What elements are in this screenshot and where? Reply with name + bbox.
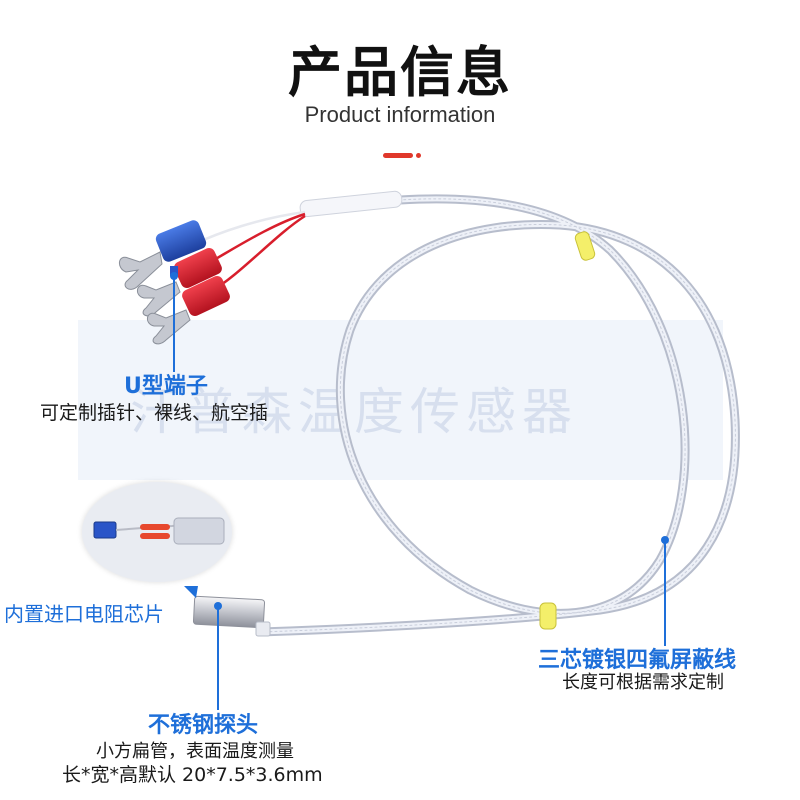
cable-description: 长度可根据需求定制 <box>562 672 724 693</box>
heat-shrink-sleeve <box>299 190 403 217</box>
page-title: 产品信息 <box>288 41 512 104</box>
watermark-panel <box>78 320 723 480</box>
page-subtitle: Product information <box>304 102 496 127</box>
probe-description-line2: 长*宽*高默认 20*7.5*3.6mm <box>62 764 323 786</box>
u-terminal-title: U型端子 <box>124 374 208 399</box>
stainless-probe <box>192 595 271 637</box>
probe-description-line1: 小方扁管，表面温度测量 <box>96 741 294 762</box>
watermark-text: 汗普森温度传感器 <box>130 383 578 441</box>
probe-title: 不锈钢探头 <box>148 713 259 738</box>
cable-title: 三芯镀银四氟屏蔽线 <box>538 648 737 673</box>
chip-inset-photo <box>82 482 232 582</box>
callout-lines <box>173 278 666 710</box>
cable-marker <box>539 602 557 630</box>
cable-marker <box>574 231 596 261</box>
title-accent-bar <box>383 153 413 158</box>
u-terminal-description: 可定制插针、裸线、航空插 <box>40 402 269 424</box>
title-accent-dot <box>416 153 421 158</box>
u-terminal-red <box>137 247 222 317</box>
u-terminal-blue <box>119 220 207 290</box>
shielded-cable <box>255 194 740 637</box>
chip-title: 内置进口电阻芯片 <box>4 602 164 626</box>
u-terminal-red <box>147 275 230 345</box>
